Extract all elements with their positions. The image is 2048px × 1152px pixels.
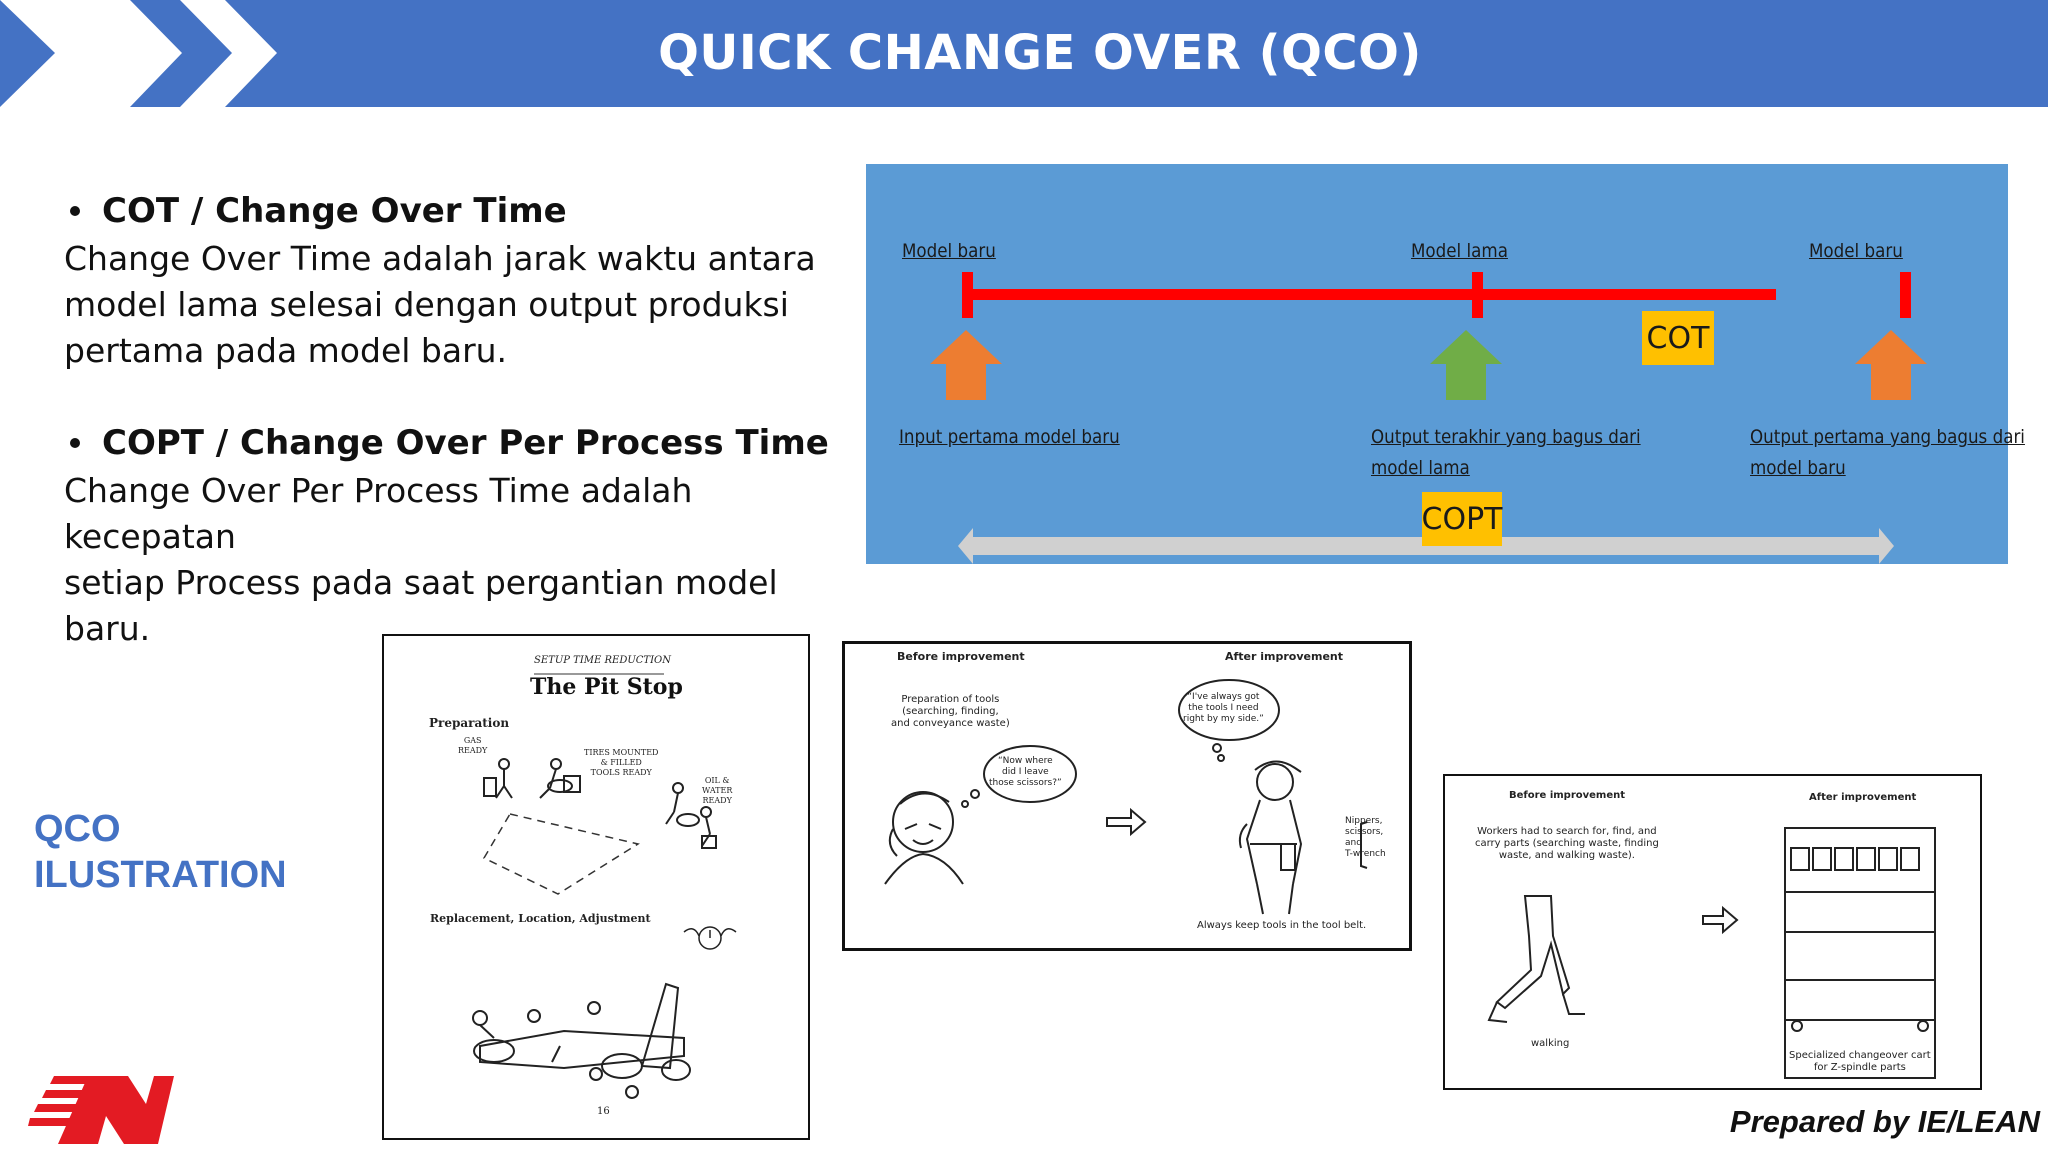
qco-illustration-label: QCO ILUSTRATION xyxy=(34,808,287,896)
label-input-pertama: Input pertama model baru xyxy=(899,426,1120,448)
label-output-pertama: Output pertama yang bagus dari model bar… xyxy=(1750,426,2025,479)
label-model-baru-left: Model baru xyxy=(902,240,996,262)
timeline-graphic xyxy=(930,272,1927,564)
tools-after-heading: After improvement xyxy=(1225,650,1344,663)
copt-heading: COPT / Change Over Per Process Time xyxy=(64,418,844,468)
pitstop-illustration: SETUP TIME REDUCTION The Pit Stop Prepar… xyxy=(382,634,810,1140)
cart-drawing xyxy=(1487,827,1936,1079)
timeline-tick-left xyxy=(962,272,973,318)
pitstop-drawing xyxy=(472,673,737,1099)
pitstop-replacement: Replacement, Location, Adjustment xyxy=(430,912,651,925)
pitstop-page-number: 16 xyxy=(597,1106,610,1117)
tools-before-heading: Before improvement xyxy=(897,650,1025,663)
cot-definition: Change Over Time adalah jarak waktu anta… xyxy=(64,239,816,370)
timeline-bar xyxy=(966,289,1776,300)
tools-prep-text: Preparation of tools(searching, finding,… xyxy=(891,694,1010,729)
pitstop-title: The Pit Stop xyxy=(530,674,683,700)
cart-after-heading: After improvement xyxy=(1809,792,1917,803)
label-model-lama: Model lama xyxy=(1411,240,1508,262)
timeline-tick-right xyxy=(1900,272,1911,318)
cot-copt-diagram: Model baru Model lama Model baru Input p… xyxy=(866,164,2025,564)
pitstop-preparation: Preparation xyxy=(429,716,510,730)
arrow-up-orange-left xyxy=(930,330,1002,400)
header-chevrons xyxy=(0,0,2048,107)
prepared-by: Prepared by IE/LEAN xyxy=(1729,1104,2040,1139)
bullet-icon xyxy=(70,206,80,216)
cart-walking-caption: walking xyxy=(1531,1038,1570,1049)
arrow-up-green-middle xyxy=(1430,330,1502,400)
timeline-tick-middle xyxy=(1472,272,1483,318)
label-output-terakhir: Output terakhir yang bagus dari model la… xyxy=(1371,426,1641,479)
page-title: QUICK CHANGE OVER (QCO) xyxy=(658,25,1422,81)
tools-bottom-caption: Always keep tools in the tool belt. xyxy=(1197,920,1367,931)
nb-logo-icon xyxy=(28,1074,178,1150)
nb-logo-graphic xyxy=(28,1076,174,1144)
arrow-up-orange-right xyxy=(1855,330,1927,400)
copt-double-arrow xyxy=(958,528,1894,564)
tools-illustration: Before improvement After improvement Pre… xyxy=(842,641,1412,951)
pitstop-top-caption: SETUP TIME REDUCTION xyxy=(534,655,671,666)
copt-badge: COPT xyxy=(1422,492,1503,546)
label-model-baru-right: Model baru xyxy=(1809,240,1903,262)
cart-illustration: Before improvement After improvement Wor… xyxy=(1443,774,1982,1090)
cot-badge: COT xyxy=(1642,311,1714,365)
copt-definition: Change Over Per Process Time adalah kece… xyxy=(64,471,778,648)
bullet-icon xyxy=(70,438,80,448)
cart-before-heading: Before improvement xyxy=(1509,790,1626,801)
cot-heading: COT / Change Over Time xyxy=(64,186,844,236)
definitions-text: COT / Change Over Time Change Over Time … xyxy=(64,186,844,652)
tools-drawing xyxy=(884,679,1368,915)
header-banner: QUICK CHANGE OVER (QCO) xyxy=(0,0,2048,107)
